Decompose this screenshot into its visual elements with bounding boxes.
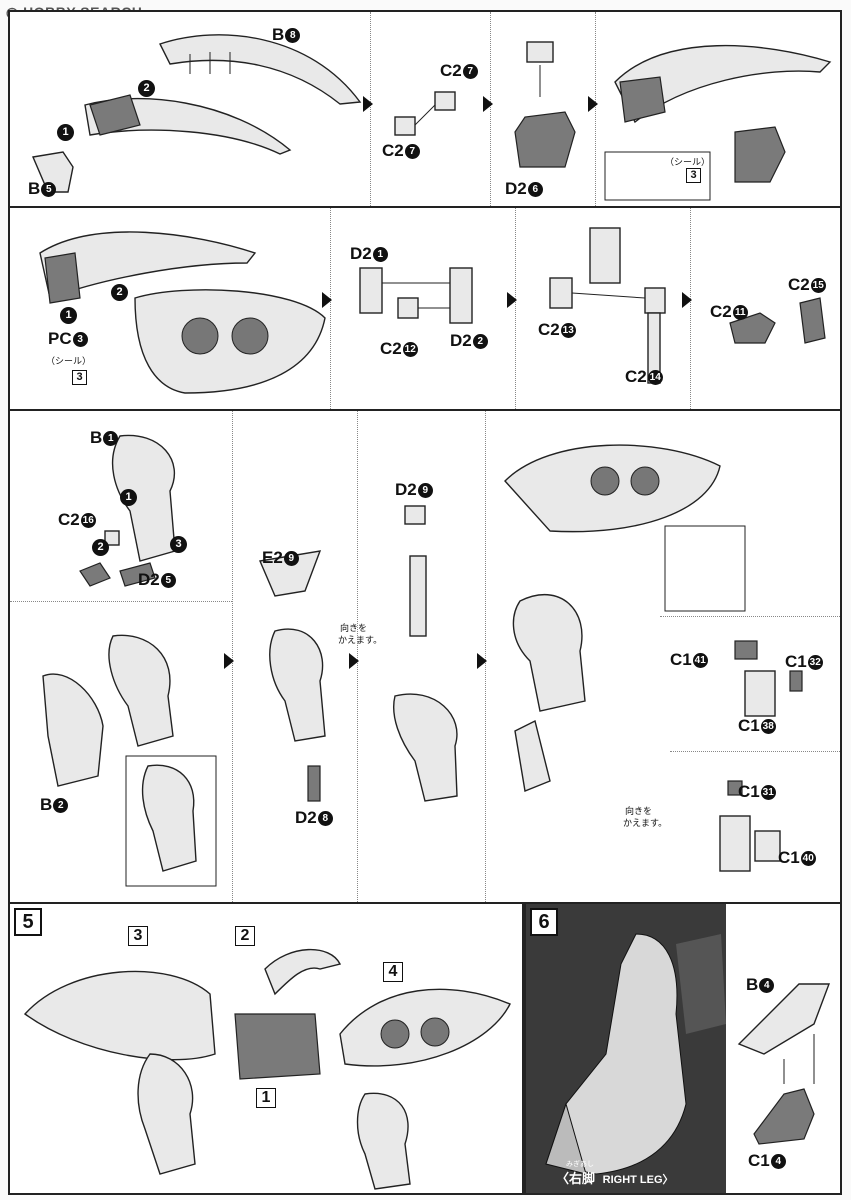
turn-note: 向きを (625, 806, 653, 816)
part-c27-drawing (394, 91, 456, 136)
sticker-number: 3 (72, 370, 87, 385)
part-d26-drawing (514, 41, 576, 168)
part-c213-drawing (549, 227, 666, 384)
part-b1-drawing (79, 434, 176, 587)
leg-armor-drawing (39, 231, 326, 394)
subassembly-4: 4 (383, 962, 403, 982)
divider (670, 751, 840, 752)
subassembly-1: 1 (256, 1088, 276, 1108)
flow-arrow (477, 653, 487, 669)
turn-note: 向きを (340, 623, 368, 633)
caption-ruby: みぎあし (566, 1161, 594, 1168)
flow-arrow (588, 96, 598, 112)
step-marker: 3 (170, 536, 187, 553)
divider (330, 208, 331, 409)
leg-assembly-drawing (504, 444, 746, 792)
leg-photo-silhouette (526, 904, 726, 1193)
turn-note: かえます。 (338, 635, 383, 645)
step-marker: 2 (111, 284, 128, 301)
part-d29-drawing (393, 505, 458, 802)
step-marker: 2 (92, 539, 109, 556)
part-e29-drawing (259, 550, 326, 802)
caption-jp: 〈右脚 (556, 1171, 596, 1186)
part-d21-drawing (359, 267, 473, 324)
step-number: 5 (14, 908, 42, 936)
subassembly-3: 3 (128, 926, 148, 946)
part-b4-drawing (737, 983, 831, 1145)
step-5-panel: 5 3 2 4 1 (8, 902, 524, 1195)
flow-arrow (507, 292, 517, 308)
step-number: 6 (530, 908, 558, 936)
flow-arrow (224, 653, 234, 669)
right-leg-photo: 6 〈右脚 RIGHT LEG〉 みぎあし (526, 904, 726, 1193)
part-b2-drawing (42, 634, 217, 887)
assembly-drawing (604, 44, 832, 201)
step5-assembly-drawing (23, 948, 511, 1190)
step-marker: 1 (57, 124, 74, 141)
divider (10, 601, 232, 602)
flow-arrow (349, 653, 359, 669)
turn-note: かえます。 (623, 818, 668, 828)
divider (690, 208, 691, 409)
part-c211-drawing (729, 297, 826, 344)
hand-parts-drawing (719, 640, 803, 872)
flow-arrow (322, 292, 332, 308)
sticker-note: （シール） (665, 157, 711, 167)
flow-arrow (483, 96, 493, 112)
caption: 〈右脚 RIGHT LEG〉 (556, 1168, 674, 1187)
subassembly-2: 2 (235, 926, 255, 946)
sticker-number: 3 (686, 168, 701, 183)
step-marker: 1 (120, 489, 137, 506)
flow-arrow (363, 96, 373, 112)
divider (660, 616, 840, 617)
flow-arrow (682, 292, 692, 308)
caption-en: RIGHT LEG〉 (602, 1174, 674, 1186)
divider (515, 208, 516, 409)
sticker-note: （シール） (46, 356, 92, 366)
step-marker: 1 (60, 307, 77, 324)
shield-cover-drawing (159, 34, 362, 105)
step-marker: 2 (138, 80, 155, 97)
armor-inner-drawing (84, 94, 292, 155)
